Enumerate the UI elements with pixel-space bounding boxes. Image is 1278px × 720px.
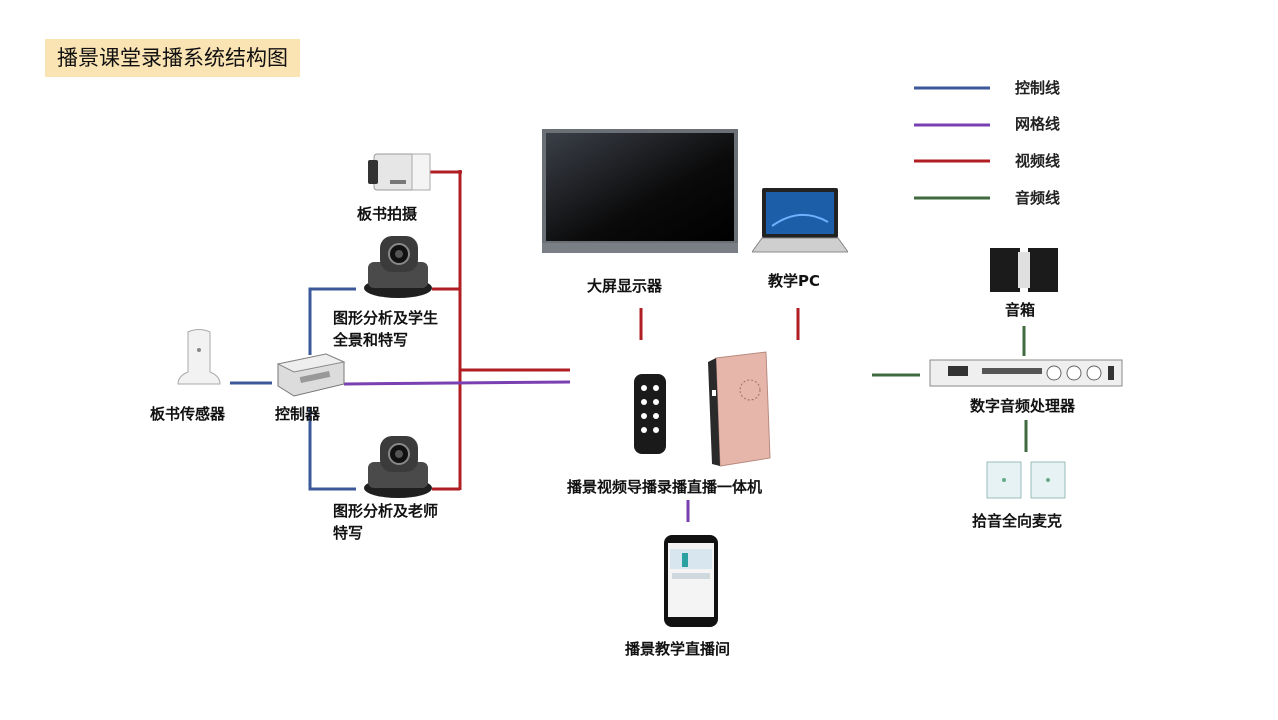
- audio-processor-label: 数字音频处理器: [970, 397, 1076, 415]
- legend-network: 网格线: [1015, 115, 1061, 133]
- control-lines: [230, 287, 356, 491]
- student-camera-label: 图形分析及学生 全景和特写: [333, 307, 438, 351]
- laptop-icon: [752, 188, 848, 253]
- audio-lines: [872, 326, 1028, 452]
- board-camera-icon: [368, 153, 431, 191]
- remote-control-icon: [634, 374, 666, 454]
- microphone-icon: [986, 461, 1066, 499]
- controller-icon: [276, 353, 346, 397]
- legend-lines: [914, 86, 990, 200]
- legend-audio: 音频线: [1015, 189, 1061, 207]
- board-sensor-icon: [177, 329, 221, 385]
- big-screen-label: 大屏显示器: [587, 277, 663, 295]
- teaching-pc-label: 教学PC: [768, 272, 821, 290]
- video-lines: [430, 170, 800, 491]
- recorder-icon: [708, 351, 771, 467]
- live-room-label: 播景教学直播间: [625, 640, 731, 658]
- network-lines: [343, 380, 690, 522]
- legend-video: 视频线: [1015, 152, 1061, 170]
- page-title: 播景课堂录播系统结构图: [45, 39, 300, 77]
- speaker-icon: [990, 248, 1058, 292]
- big-screen-icon: [542, 129, 738, 253]
- student-camera-label-text: 图形分析及学生 全景和特写: [333, 309, 439, 349]
- controller-label: 控制器: [275, 405, 321, 423]
- board-camera-label: 板书拍摄: [357, 205, 418, 223]
- teacher-camera-icon: [364, 436, 432, 498]
- teacher-camera-label: 图形分析及老师 特写: [333, 500, 438, 544]
- microphone-label: 拾音全向麦克: [972, 512, 1063, 530]
- student-camera-icon: [364, 236, 432, 298]
- legend-control: 控制线: [1015, 79, 1061, 97]
- phone-icon: [664, 535, 718, 627]
- recorder-label: 播景视频导播录播直播一体机: [567, 478, 763, 496]
- speaker-label: 音箱: [1005, 301, 1036, 319]
- board-sensor-label: 板书传感器: [150, 405, 226, 423]
- audio-processor-icon: [929, 359, 1123, 387]
- teacher-camera-label-text: 图形分析及老师 特写: [333, 502, 439, 542]
